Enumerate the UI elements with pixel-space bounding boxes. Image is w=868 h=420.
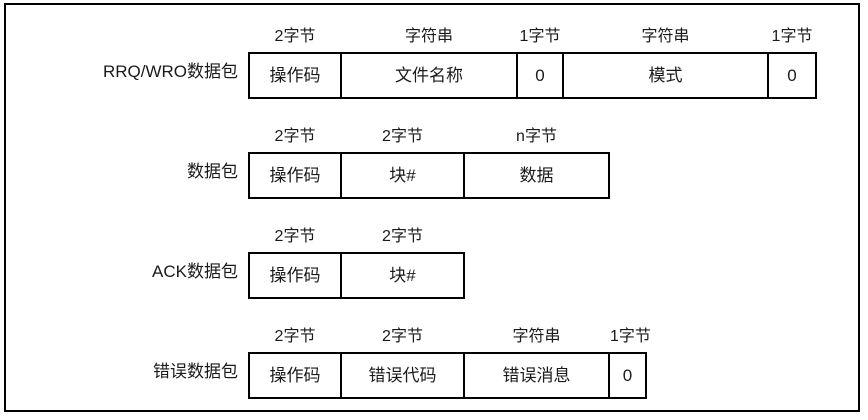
field-size-header: 1字节 [610, 328, 651, 345]
field-value: 操作码 [269, 65, 321, 85]
packet-field: n字节 数据 [465, 128, 610, 197]
field-value: 数据 [519, 165, 554, 185]
packet-row-label: ACK数据包 [152, 262, 238, 281]
field-size-header: 1字节 [519, 28, 561, 45]
field-value: 操作码 [269, 165, 321, 185]
packet-field: 1字节 0 [769, 28, 817, 97]
field-value: 0 [622, 365, 633, 385]
field-value: 操作码 [269, 365, 321, 385]
field-size-header: 2字节 [382, 328, 423, 345]
field-size-header: 字符串 [641, 28, 690, 45]
field-value: 0 [787, 65, 797, 85]
packet-row: ACK数据包 2字节 操作码 2字节 块# [0, 220, 868, 300]
packet-field: 2字节 块# [342, 228, 465, 297]
field-value: 0 [535, 65, 545, 85]
field-value: 操作码 [269, 265, 321, 285]
packet-field-strip: 2字节 操作码 字符串 文件名称 1字节 0 字符串 模式 1字节 0 [248, 28, 817, 99]
packet-row-label: 数据包 [187, 162, 238, 181]
packet-field: 字符串 错误消息 [465, 328, 610, 397]
field-size-header: 2字节 [382, 128, 423, 145]
field-size-header: 2字节 [274, 328, 316, 345]
field-value: 文件名称 [395, 65, 463, 85]
field-value: 块# [389, 165, 416, 185]
field-size-header: 字符串 [512, 328, 561, 345]
packet-field-strip: 2字节 操作码 2字节 错误代码 字符串 错误消息 1字节 0 [248, 328, 651, 399]
field-size-header: n字节 [516, 128, 557, 145]
packet-field: 2字节 操作码 [250, 228, 342, 297]
packet-field-strip: 2字节 操作码 2字节 块# [248, 228, 465, 299]
packet-field: 字符串 模式 [564, 28, 769, 97]
packet-row: 数据包 2字节 操作码 2字节 块# n字节 数据 [0, 120, 868, 200]
field-value: 错误代码 [368, 365, 437, 385]
packet-field: 1字节 0 [518, 28, 564, 97]
field-size-header: 2字节 [274, 228, 316, 245]
field-size-header: 2字节 [274, 128, 316, 145]
field-value: 块# [389, 265, 416, 285]
packet-field: 2字节 块# [342, 128, 465, 197]
packet-row-label: 错误数据包 [153, 362, 238, 381]
field-size-header: 字符串 [404, 28, 453, 45]
packet-field: 2字节 操作码 [250, 328, 342, 397]
packet-field: 2字节 操作码 [250, 128, 342, 197]
packet-field-strip: 2字节 操作码 2字节 块# n字节 数据 [248, 128, 610, 199]
field-size-header: 2字节 [274, 28, 316, 45]
field-value: 模式 [648, 65, 683, 85]
packet-field: 1字节 0 [610, 328, 651, 397]
packet-row-label: RRQ/WRO数据包 [102, 62, 238, 81]
packet-field: 2字节 操作码 [250, 28, 342, 97]
packet-row: 错误数据包 2字节 操作码 2字节 错误代码 字符串 错误消息 1字节 0 [0, 320, 868, 400]
packet-row: RRQ/WRO数据包 2字节 操作码 字符串 文件名称 1字节 0 字符串 模式… [0, 20, 868, 100]
field-size-header: 1字节 [771, 28, 813, 45]
field-size-header: 2字节 [382, 228, 423, 245]
field-value: 错误消息 [502, 365, 571, 385]
packet-field: 2字节 错误代码 [342, 328, 465, 397]
packet-field: 字符串 文件名称 [342, 28, 518, 97]
